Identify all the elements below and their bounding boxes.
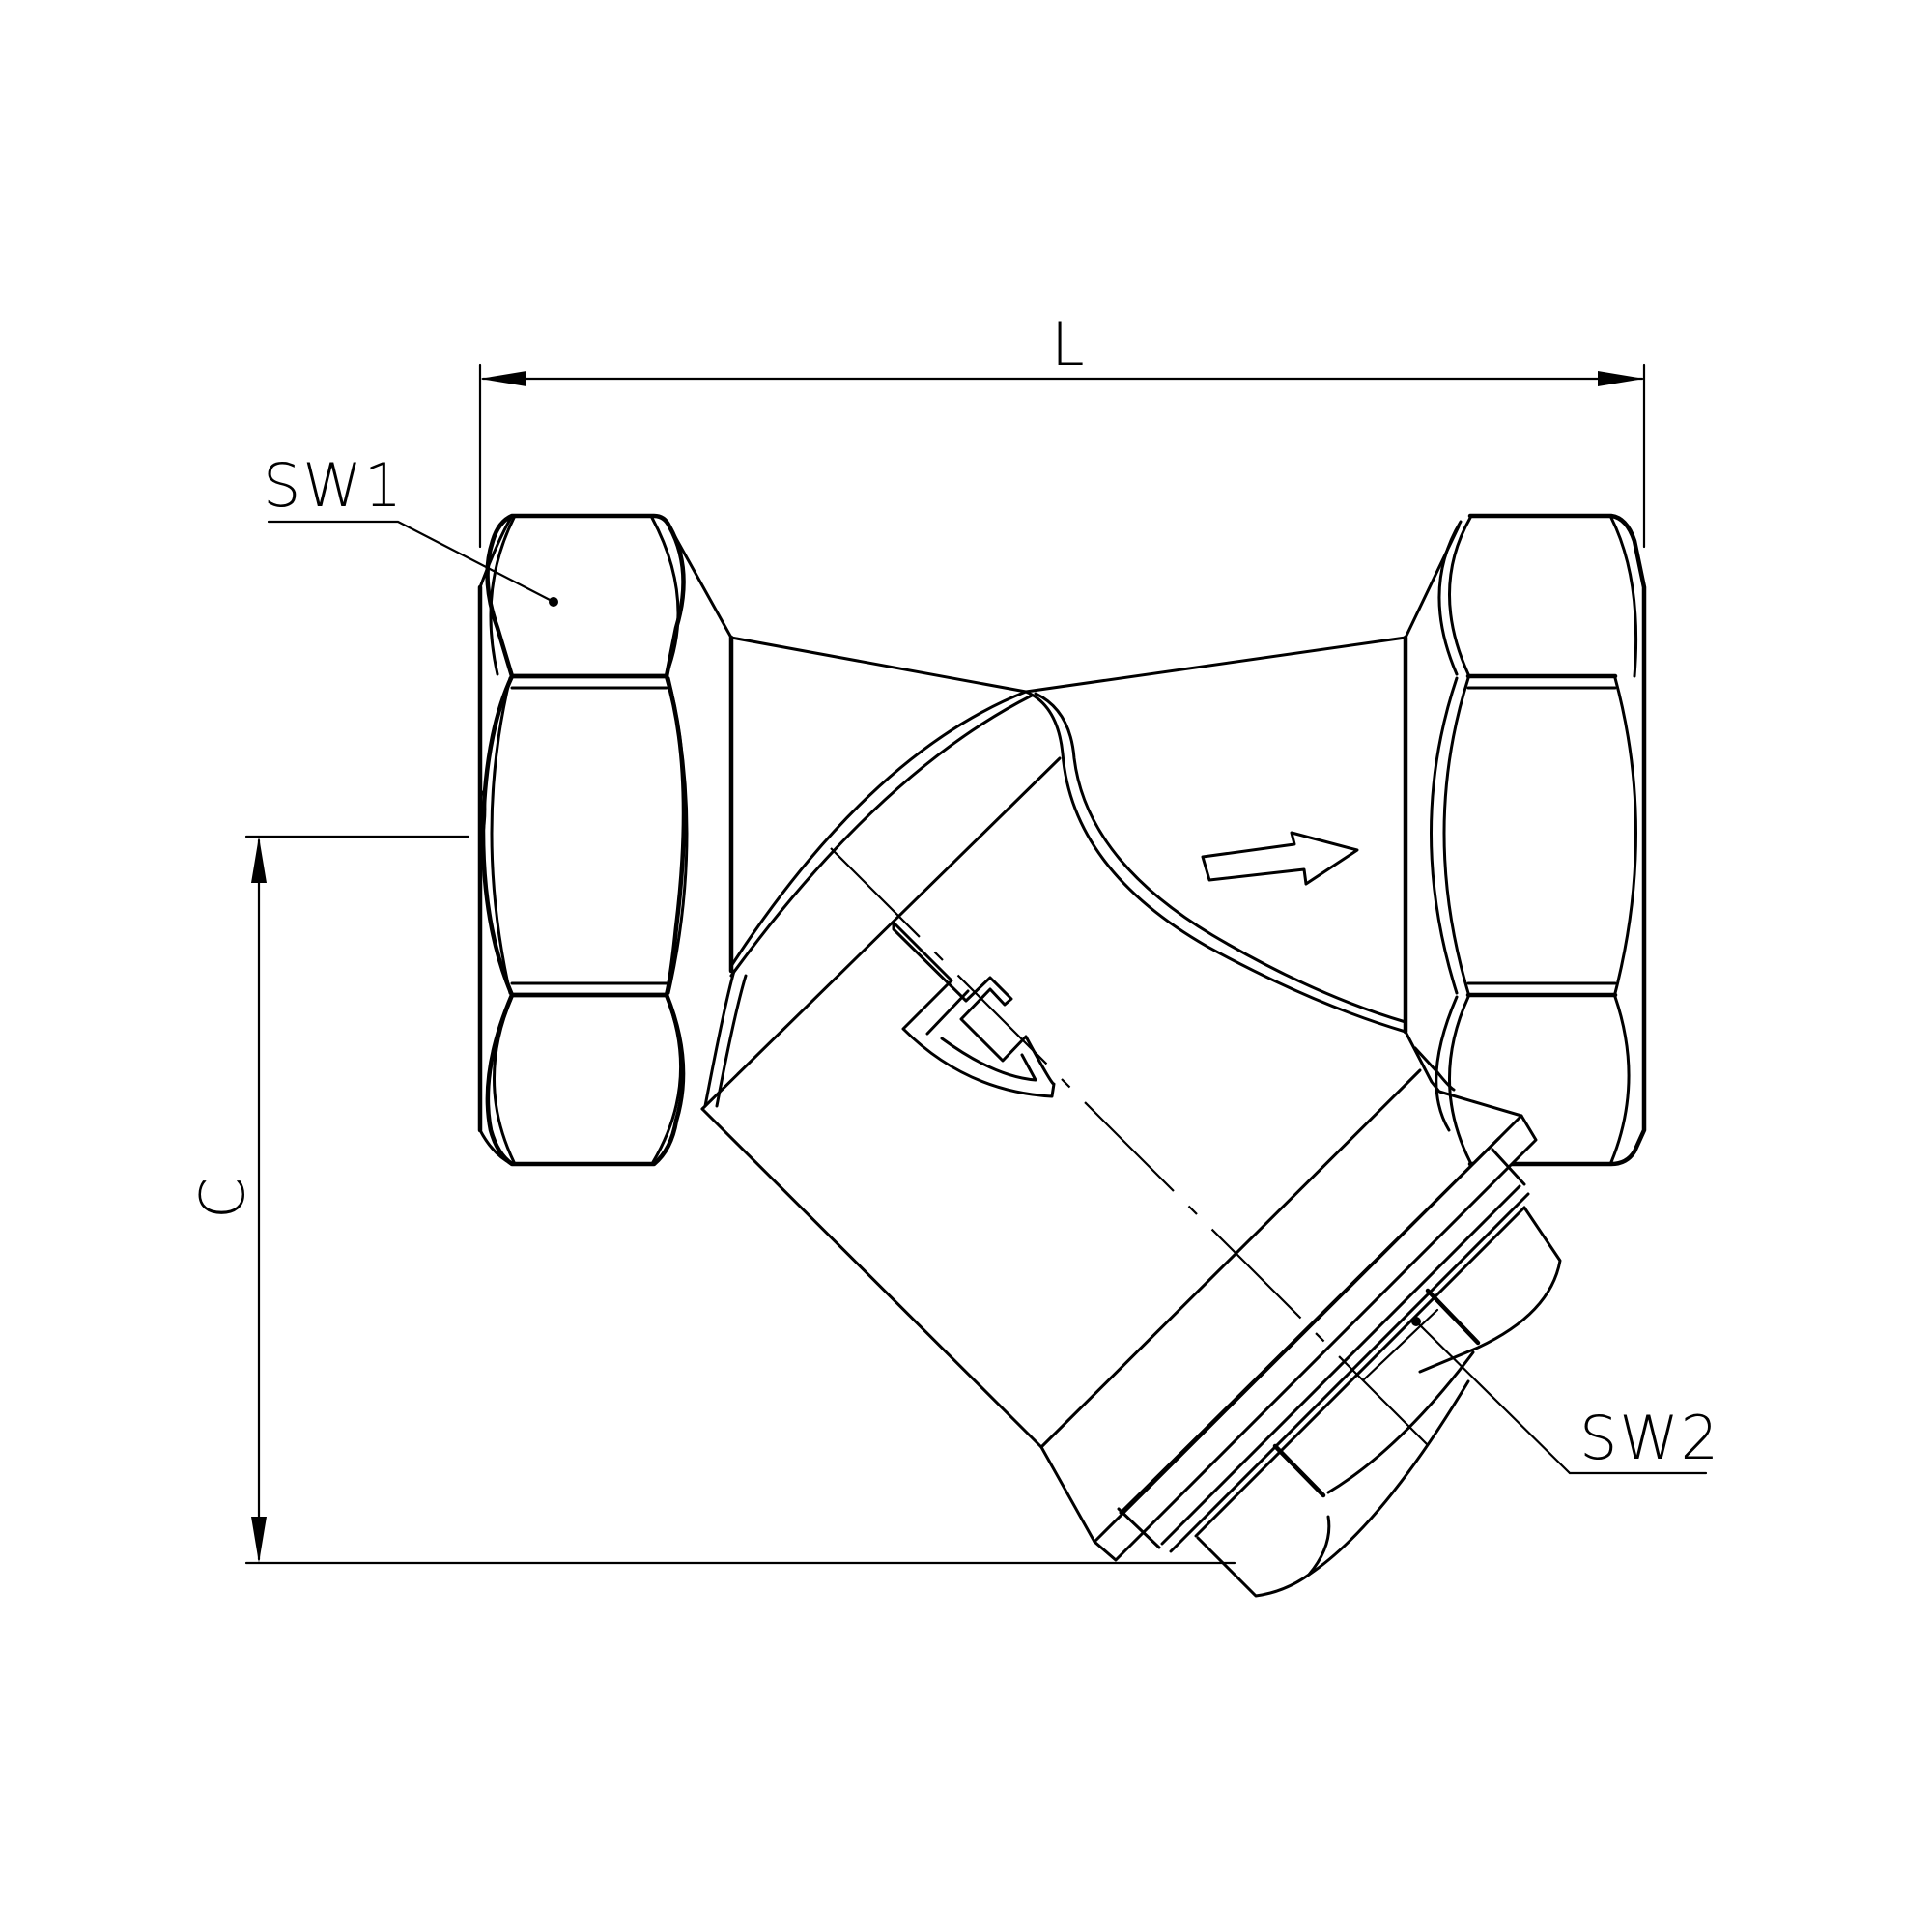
dimension-label-l: L <box>1051 309 1087 380</box>
flow-direction-arrow-icon <box>1201 831 1359 886</box>
right-hex-nut <box>1430 513 1647 1167</box>
arrowhead-down-icon <box>251 1517 267 1563</box>
leader-dot-sw1 <box>549 597 558 607</box>
dimension-c: C <box>187 835 1236 1565</box>
shield-logo-icon <box>892 921 1056 1098</box>
cap-hex <box>1194 1206 1562 1598</box>
centerline-tick <box>1362 1308 1439 1381</box>
callout-label-sw2: SW2 <box>1579 1403 1720 1473</box>
pocket-centerline <box>830 847 1438 1456</box>
callout-sw2: SW2 <box>1411 1317 1720 1475</box>
arrowhead-right-icon <box>1598 371 1644 386</box>
dimension-l: L <box>478 309 1646 549</box>
arrowhead-up-icon <box>251 837 267 883</box>
dimension-label-c: C <box>187 1176 258 1219</box>
callout-sw1: SW1 <box>263 450 558 607</box>
strainer-body <box>668 525 1538 1562</box>
leader-line-sw1 <box>267 520 555 604</box>
arrowhead-left-icon <box>480 371 526 386</box>
leader-dot-sw2 <box>1411 1317 1421 1326</box>
callout-label-sw1: SW1 <box>263 450 404 521</box>
leader-line-sw2 <box>1414 1320 1708 1475</box>
left-hex-nut <box>477 513 689 1167</box>
